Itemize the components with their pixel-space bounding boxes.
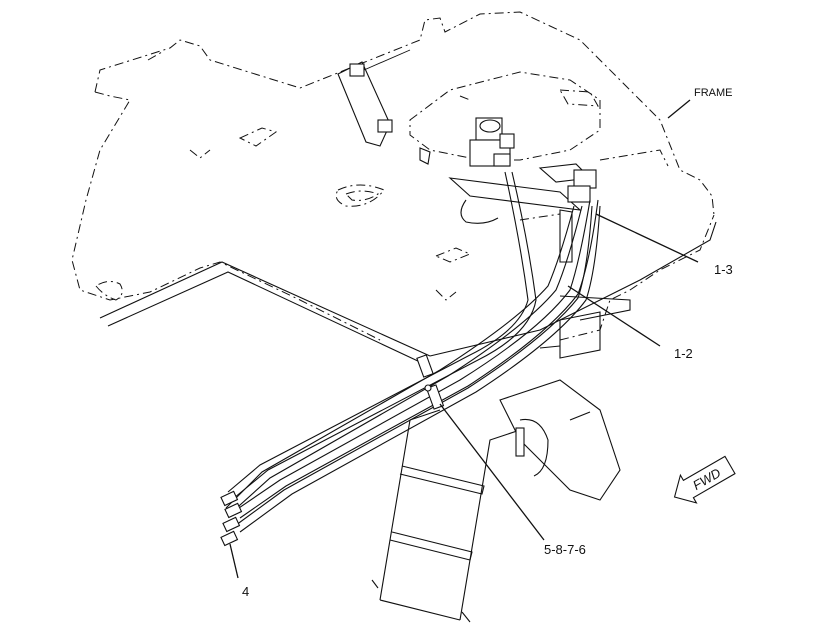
leader-5-8-7-6 <box>439 403 545 541</box>
callout-1-2: 1-2 <box>674 346 693 361</box>
callout-4: 4 <box>242 584 249 599</box>
hydraulic-hoses <box>225 171 601 533</box>
fwd-arrow-icon: FWD <box>673 455 736 504</box>
leader-1-2 <box>567 285 661 347</box>
callout-1-3: 1-3 <box>714 262 733 277</box>
leader-1-3 <box>595 213 699 263</box>
callout-5-8-7-6: 5-8-7-6 <box>544 542 586 557</box>
lower-mount <box>499 311 621 501</box>
access-ladder <box>371 409 521 623</box>
valve-assembly <box>419 117 597 263</box>
leader-frame <box>667 99 691 119</box>
hose-clamps <box>416 354 445 410</box>
hose-fittings <box>220 490 243 547</box>
leader-4 <box>229 543 239 579</box>
leader-lines <box>229 99 699 579</box>
callout-frame: FRAME <box>694 87 733 99</box>
frame-rail <box>99 221 717 363</box>
mounting-bracket <box>337 49 411 147</box>
